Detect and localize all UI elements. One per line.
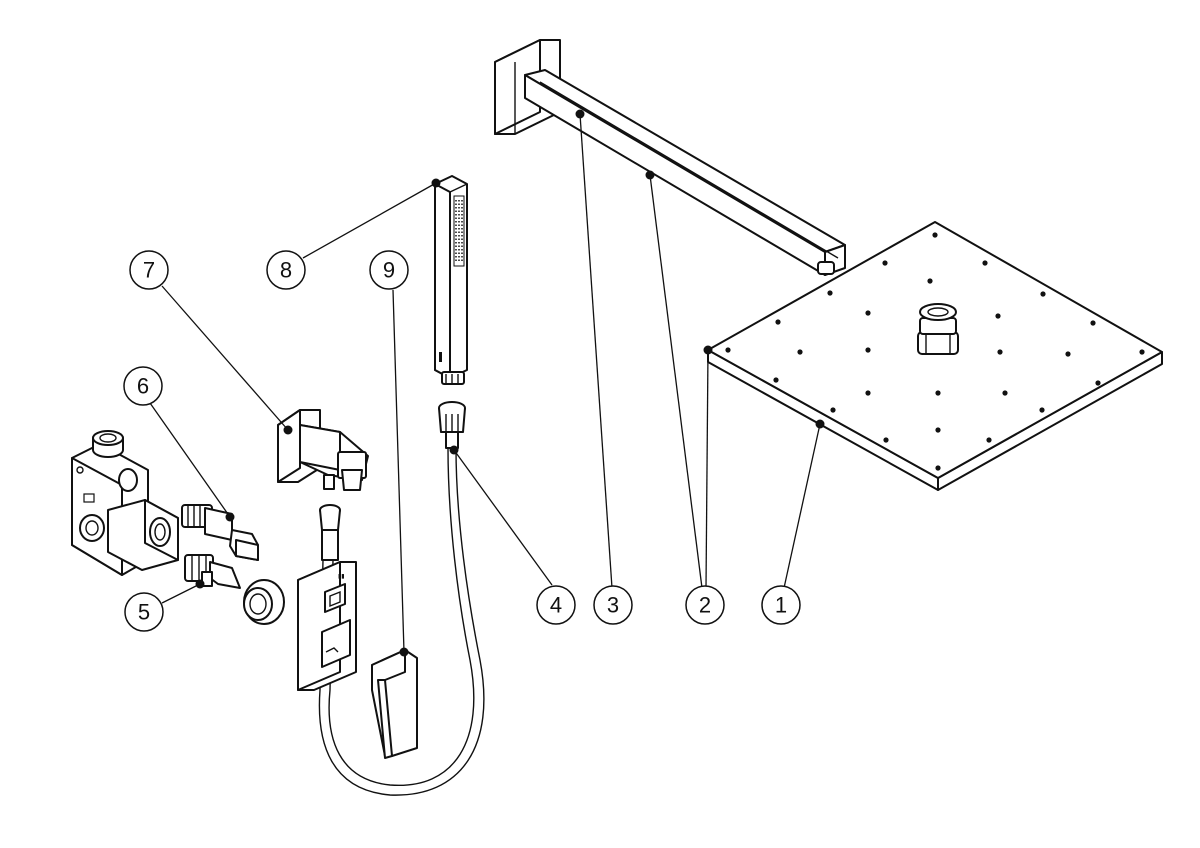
callout-4-label: 4 (550, 593, 562, 618)
callout-8: 8 (266, 250, 306, 290)
mixer-handle (371, 649, 418, 759)
rain-shower-head (707, 221, 1163, 491)
callout-7: 7 (129, 250, 169, 290)
shower-arm-assembly (494, 39, 846, 276)
callout-6-label: 6 (137, 374, 149, 399)
trim-logo-mark: ▮▮ (338, 573, 345, 580)
callout-4: 4 (536, 585, 576, 625)
nozzle-holes (725, 232, 1145, 471)
callout-7-label: 7 (143, 258, 155, 283)
valve-body (71, 430, 179, 576)
shower-head-connector (917, 303, 959, 355)
diverter-cartridge (181, 504, 259, 561)
leader-lines (149, 109, 825, 657)
shower-hose (318, 401, 485, 796)
callout-3: 3 (593, 585, 633, 625)
callout-1-label: 1 (775, 593, 787, 618)
hand-shower-nozzles (453, 195, 465, 267)
callout-8-label: 8 (280, 258, 292, 283)
cartridge-nut (243, 579, 285, 625)
callout-2-label: 2 (699, 593, 711, 618)
callout-3-label: 3 (607, 593, 619, 618)
wall-outlet-holder (277, 409, 369, 491)
callout-2: 2 (685, 585, 725, 625)
callout-5: 5 (124, 592, 164, 632)
callout-5-label: 5 (138, 600, 150, 625)
callout-9: 9 (369, 250, 409, 290)
callout-9-label: 9 (383, 258, 395, 283)
mixer-cartridge (184, 554, 241, 589)
hand-shower (434, 175, 468, 385)
mixer-trim-plate: ▮▮ (297, 561, 357, 691)
callout-6: 6 (123, 366, 163, 406)
callout-1: 1 (761, 585, 801, 625)
